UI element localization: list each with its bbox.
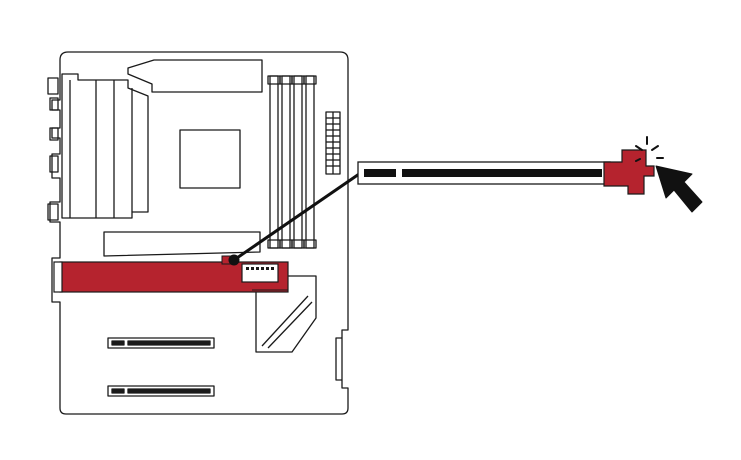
motherboard-outline bbox=[49, 51, 349, 415]
northbridge-heatsink bbox=[103, 231, 261, 257]
io-shield bbox=[61, 73, 149, 219]
atx-power-connector bbox=[325, 111, 341, 175]
pci-slot-1 bbox=[107, 337, 215, 349]
pci-slot-2 bbox=[107, 385, 215, 397]
slot-detail-enlarged bbox=[357, 161, 611, 185]
ram-slots bbox=[267, 75, 317, 249]
cpu-socket bbox=[179, 129, 241, 189]
mouse-pointer-icon bbox=[655, 165, 703, 213]
slot-retention-latch[interactable] bbox=[603, 149, 655, 195]
side-header bbox=[335, 337, 342, 381]
vrm-heatsink bbox=[127, 59, 263, 93]
pcie-slot-highlight bbox=[53, 255, 289, 293]
southbridge-heatsink bbox=[255, 275, 317, 353]
io-port-block bbox=[47, 77, 59, 221]
callout-leader bbox=[228, 170, 363, 266]
click-burst-icon bbox=[635, 136, 664, 162]
